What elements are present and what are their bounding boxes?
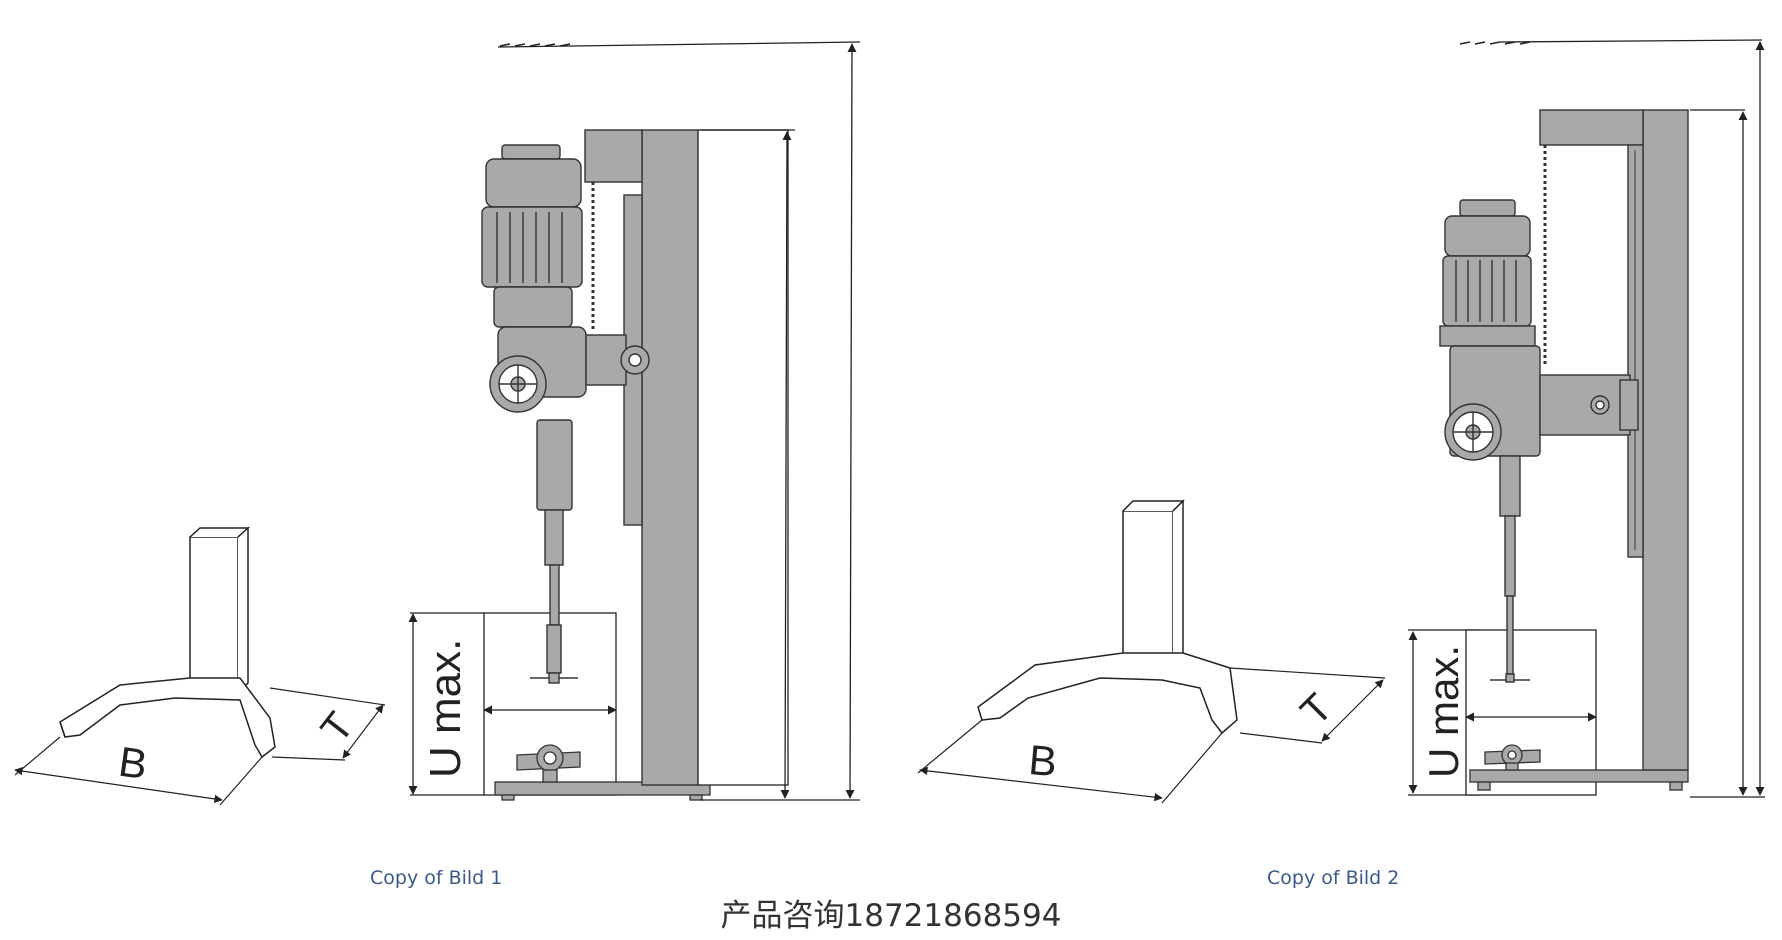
figure-2: B T U max. <box>900 0 1782 804</box>
figure-1-caption: Copy of Bild 1 <box>370 867 503 889</box>
machine-column <box>584 129 789 786</box>
dim-height-lines <box>1459 39 1765 798</box>
dim-height-lines <box>497 41 861 801</box>
label-t: T <box>313 704 363 750</box>
label-t: T <box>1293 686 1341 734</box>
base-footprint <box>59 526 276 759</box>
contact-text: 产品咨询18721868594 <box>720 898 1062 934</box>
vessel-clamp <box>516 744 581 783</box>
label-u-max: U max. <box>1420 645 1467 778</box>
machine-column <box>1539 109 1689 771</box>
vessel-clamp <box>1484 744 1541 771</box>
figure-1-drawing: B T U max. <box>14 41 861 806</box>
handwheel <box>1444 395 1610 461</box>
figure-2-drawing: B T U max. <box>917 39 1765 804</box>
handwheel <box>489 345 650 413</box>
dim-u-max <box>408 612 485 796</box>
vessel <box>1465 629 1597 796</box>
dim-t <box>269 687 386 761</box>
mixer-shaft <box>1490 455 1530 683</box>
base-footprint <box>977 499 1238 735</box>
dim-b <box>14 736 263 806</box>
dim-t <box>1229 667 1386 744</box>
figure-1: B T U max. <box>0 0 900 806</box>
dim-b <box>917 719 1223 804</box>
label-u-max: U max. <box>421 639 470 778</box>
label-b: B <box>116 738 150 788</box>
mixer-shaft <box>530 419 578 684</box>
base-plate <box>1469 769 1689 791</box>
figure-2-caption: Copy of Bild 2 <box>1267 867 1400 889</box>
label-b: B <box>1027 736 1059 785</box>
